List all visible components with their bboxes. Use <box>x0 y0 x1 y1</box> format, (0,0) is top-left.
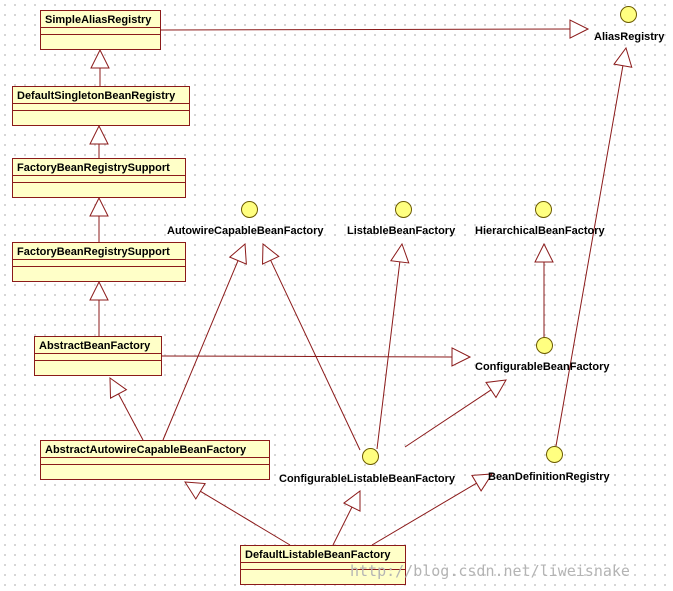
class-factory-bean-registry-support-second[interactable]: FactoryBeanRegistrySupport <box>12 242 186 282</box>
edge-sar-to-alias-registry <box>160 28 571 31</box>
class-attributes <box>41 28 160 35</box>
edge-dlbf-to-clbf-arrowhead <box>342 490 361 512</box>
class-operations <box>13 267 185 274</box>
class-operations <box>35 361 161 368</box>
class-attributes <box>241 563 405 570</box>
edge-abf-to-configurable-bf <box>161 355 453 358</box>
class-name: FactoryBeanRegistrySupport <box>13 243 185 260</box>
edge-sar-to-alias-registry-arrowhead <box>569 19 590 39</box>
edge-aacbf-to-abf <box>118 393 144 441</box>
class-default-listable-bean-factory[interactable]: DefaultListableBeanFactory <box>240 545 406 585</box>
edge-clbf-to-autowire <box>270 260 361 451</box>
watermark: http://blog.csdn.net/liweisnake <box>350 562 630 580</box>
edge-dlbf-to-clbf <box>332 506 353 546</box>
edge-aacbf-to-autowire-arrowhead <box>228 242 247 265</box>
class-name: AbstractBeanFactory <box>35 337 161 354</box>
interface-alias-registry-icon[interactable] <box>620 6 637 23</box>
class-operations <box>41 465 269 472</box>
class-attributes <box>41 458 269 465</box>
class-operations <box>41 35 160 42</box>
edge-clbf-to-listable-arrowhead <box>390 242 410 264</box>
interface-configurable-bean-factory-label: ConfigurableBeanFactory <box>475 361 610 373</box>
class-name: DefaultListableBeanFactory <box>241 546 405 563</box>
interface-autowire-capable-bean-factory-icon[interactable] <box>241 201 258 218</box>
edge-dlbf-to-aacbf <box>200 490 291 546</box>
class-name: AbstractAutowireCapableBeanFactory <box>41 441 269 458</box>
class-name: SimpleAliasRegistry <box>41 11 160 28</box>
class-attributes <box>13 176 185 183</box>
interface-hierarchical-bean-factory-icon[interactable] <box>535 201 552 218</box>
edge-aacbf-to-abf-arrowhead <box>109 377 128 399</box>
interface-configurable-bean-factory-icon[interactable] <box>536 337 553 354</box>
edge-dsbr-to-sar-arrowhead <box>90 48 110 69</box>
class-abstract-autowire-capable-bean-factory[interactable]: AbstractAutowireCapableBeanFactory <box>40 440 270 480</box>
interface-listable-bean-factory-label: ListableBeanFactory <box>347 225 456 237</box>
interface-bean-definition-registry-icon[interactable] <box>546 446 563 463</box>
edge-dlbf-to-bdr-arrowhead <box>471 473 493 492</box>
edge-clbf-to-listable <box>376 261 401 450</box>
interface-autowire-capable-bean-factory-label: AutowireCapableBeanFactory <box>167 225 324 237</box>
edge-aacbf-to-autowire <box>162 260 239 441</box>
class-default-singleton-bean-registry[interactable]: DefaultSingletonBeanRegistry <box>12 86 190 126</box>
interface-alias-registry-label: AliasRegistry <box>594 31 665 43</box>
class-attributes <box>13 104 189 111</box>
interface-configurable-listable-bean-factory-icon[interactable] <box>362 448 379 465</box>
interface-listable-bean-factory-icon[interactable] <box>395 201 412 218</box>
edge-fbrs2-to-fbrs-arrowhead <box>89 196 109 217</box>
class-operations <box>13 111 189 118</box>
edge-clbf-to-configurable-bf <box>404 389 492 448</box>
edge-dlbf-to-bdr <box>371 482 477 546</box>
class-name: DefaultSingletonBeanRegistry <box>13 87 189 104</box>
edge-abf-to-fbrs2-arrowhead <box>89 280 109 301</box>
edge-clbf-to-autowire-arrowhead <box>262 242 280 265</box>
class-operations <box>13 183 185 190</box>
class-attributes <box>35 354 161 361</box>
class-simple-alias-registry[interactable]: SimpleAliasRegistry <box>40 10 161 50</box>
class-abstract-bean-factory[interactable]: AbstractBeanFactory <box>34 336 162 376</box>
edge-fbrs-to-dsbr-arrowhead <box>89 124 109 145</box>
edge-configurable-bf-to-hierarchical-arrowhead <box>534 242 554 263</box>
edge-dlbf-to-aacbf-arrowhead <box>184 481 206 500</box>
class-name: FactoryBeanRegistrySupport <box>13 159 185 176</box>
interface-configurable-listable-bean-factory-label: ConfigurableListableBeanFactory <box>279 473 456 485</box>
class-factory-bean-registry-support[interactable]: FactoryBeanRegistrySupport <box>12 158 186 198</box>
class-attributes <box>13 260 185 267</box>
interface-hierarchical-bean-factory-label: HierarchicalBeanFactory <box>475 225 605 237</box>
edge-abf-to-configurable-bf-arrowhead <box>451 347 472 367</box>
edge-clbf-to-configurable-bf-arrowhead <box>485 379 507 399</box>
edge-bdr-to-alias-registry-arrowhead <box>613 46 633 68</box>
interface-bean-definition-registry-label: BeanDefinitionRegistry <box>488 471 610 483</box>
edge-bdr-to-alias-registry <box>555 65 624 447</box>
